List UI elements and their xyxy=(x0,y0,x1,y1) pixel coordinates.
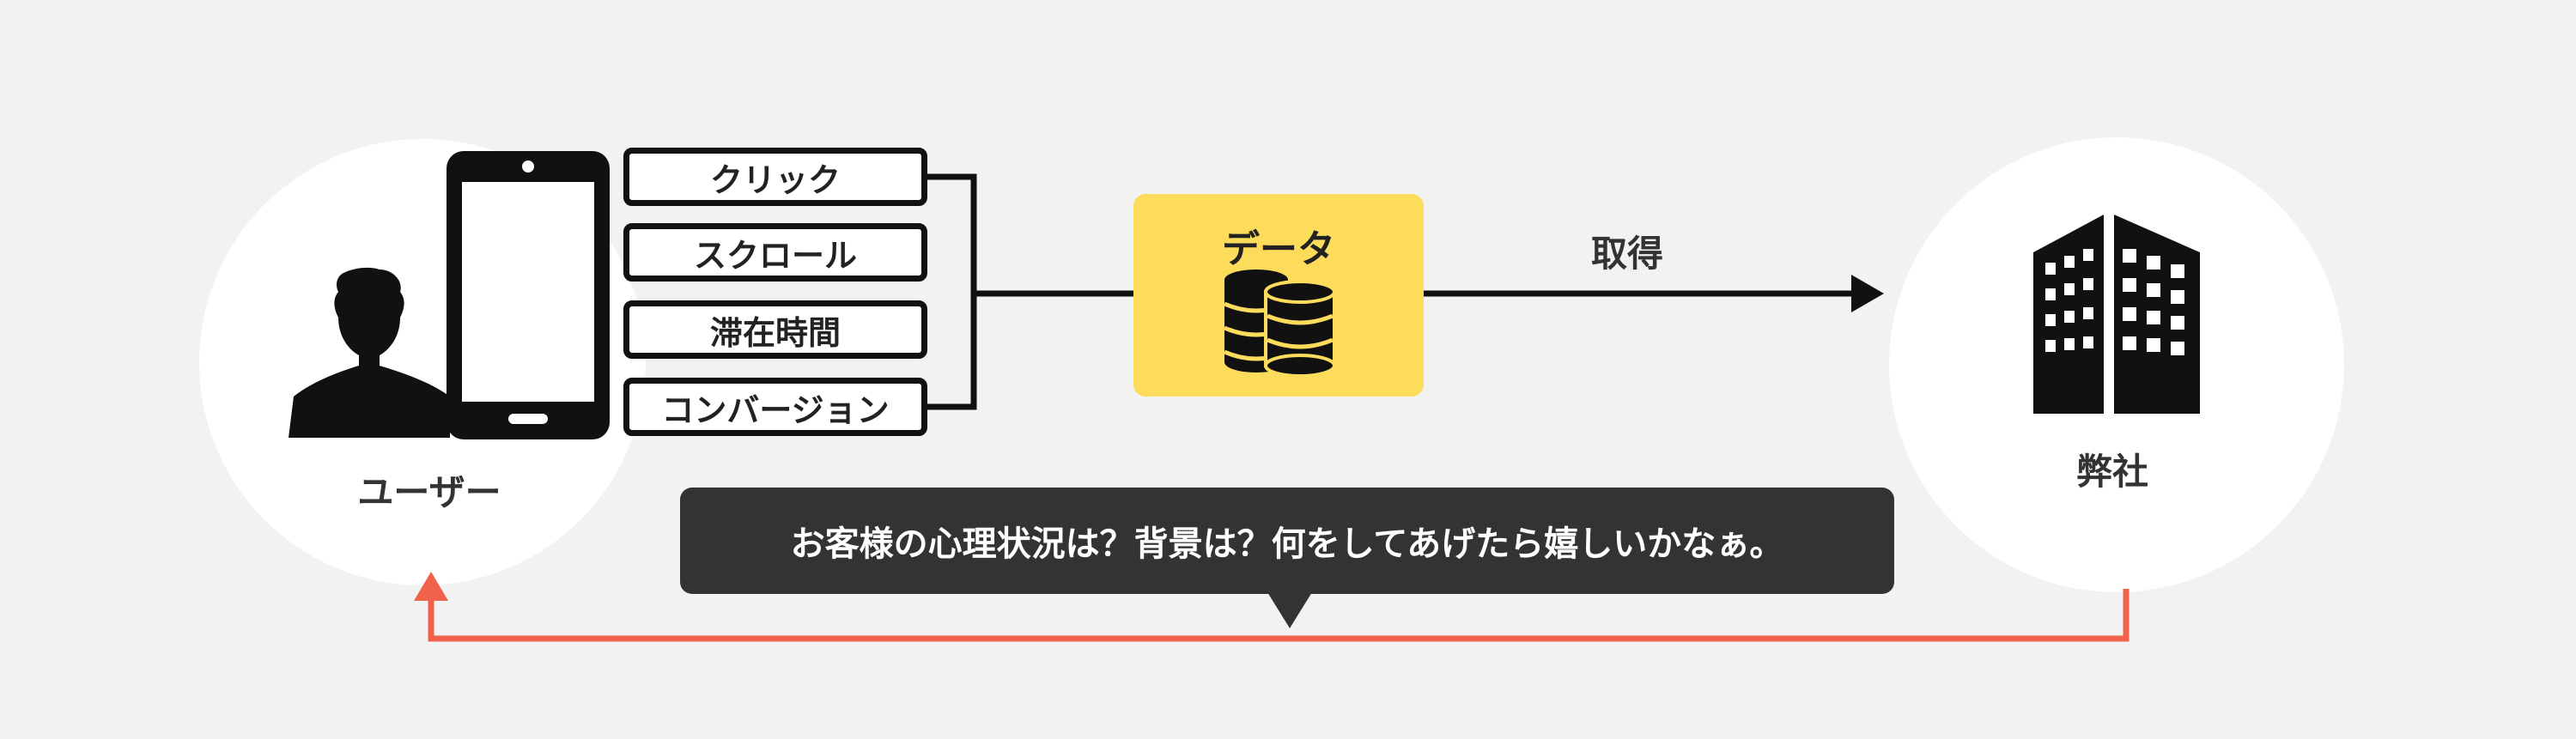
action-click: クリック xyxy=(623,148,927,206)
data-label: データ xyxy=(1222,227,1335,271)
feedback-arrowhead xyxy=(414,572,448,601)
action-scroll: スクロール xyxy=(623,223,927,282)
action-conversion: コンバージョン xyxy=(623,378,927,436)
smartphone-icon xyxy=(447,151,610,439)
data-box: データ xyxy=(1133,194,1424,397)
database-icon xyxy=(1224,270,1336,378)
thought-bubble: お客様の心理状況は？背景は？何をしてあげたら嬉しいかなぁ。 xyxy=(680,488,1894,594)
fetch-arrowhead xyxy=(1851,275,1884,312)
person-icon xyxy=(289,267,450,438)
bracket-line xyxy=(927,173,977,410)
company-label: 弊社 xyxy=(2075,451,2148,493)
fetch-label: 取得 xyxy=(1590,233,1663,275)
building-icon xyxy=(2033,215,2200,414)
feedback-arrow-line xyxy=(428,589,2129,642)
action-dwell-time: 滞在時間 xyxy=(623,300,927,359)
bubble-tail xyxy=(1267,592,1312,628)
user-label: ユーザー xyxy=(357,471,501,513)
